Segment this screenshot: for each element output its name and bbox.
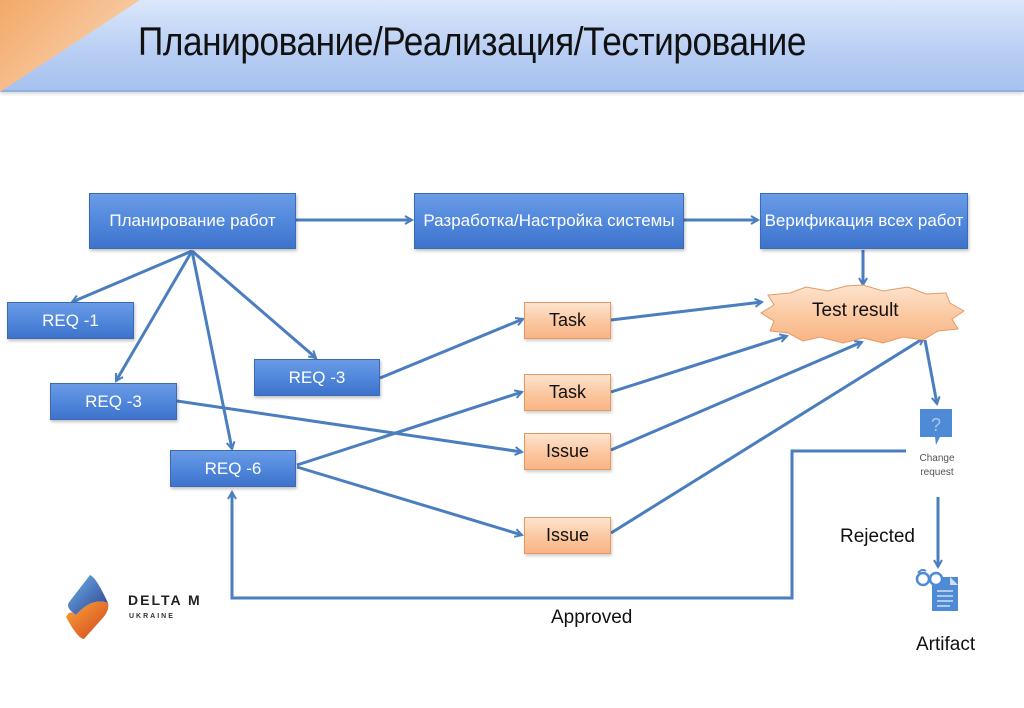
req-box-req3b[interactable]: REQ -3 [254,359,380,396]
stage-planning[interactable]: Планирование работ [89,193,296,249]
arrow-task1-to-test-result [610,302,762,322]
arrow-req3b-to-task1 [379,319,523,380]
logo-name: DELTA M [128,592,202,608]
change-request-label-line1: Change [919,453,955,464]
test-result-shape[interactable] [758,283,968,345]
arrow-planning-to-req6 [190,250,232,449]
arrow-test-result-to-change-request [923,339,937,404]
arrow-task2-to-test-result [610,336,787,394]
arrow-change-request-approved-to-req6 [232,449,906,600]
req-box-req3a[interactable]: REQ -3 [50,383,177,420]
arrow-issue1-to-test-result [610,342,862,452]
stage-development[interactable]: Разработка/Настройка системы [414,193,684,249]
rejected-label: Rejected [840,526,915,547]
approved-label: Approved [551,607,633,628]
slide-header [0,0,1024,92]
arrow-planning-to-req3a [114,250,194,381]
work-item-issue2[interactable]: Issue [524,517,611,554]
work-item-issue1[interactable]: Issue [524,433,611,470]
stage-verification[interactable]: Верификация всех работ [760,193,968,249]
svg-text:?: ? [931,415,941,435]
work-item-task2[interactable]: Task [524,374,611,411]
slide-title: Планирование/Реализация/Тестирование [138,20,807,64]
arrow-req3a-to-issue1 [176,399,522,452]
req-box-req1[interactable]: REQ -1 [7,302,134,339]
work-item-task1[interactable]: Task [524,302,611,339]
arrow-planning-to-req3b [191,249,316,358]
change-request-label: Change request [906,452,968,480]
req-box-req6[interactable]: REQ -6 [170,450,296,487]
arrow-req6-to-issue2 [296,465,522,535]
arrow-issue2-to-test-result [610,336,924,535]
test-result-label: Test result [812,300,899,321]
delta-m-logo-icon [66,575,109,639]
arrow-planning-to-req1 [72,249,193,302]
artifact-label: Artifact [916,634,976,655]
question-bubble-icon[interactable]: ? [918,407,954,447]
logo-subtitle: UKRAINE [129,613,175,620]
change-request-label-line2: request [920,467,954,478]
arrow-req6-to-task2 [296,392,522,467]
glasses-document-icon[interactable] [914,567,964,617]
